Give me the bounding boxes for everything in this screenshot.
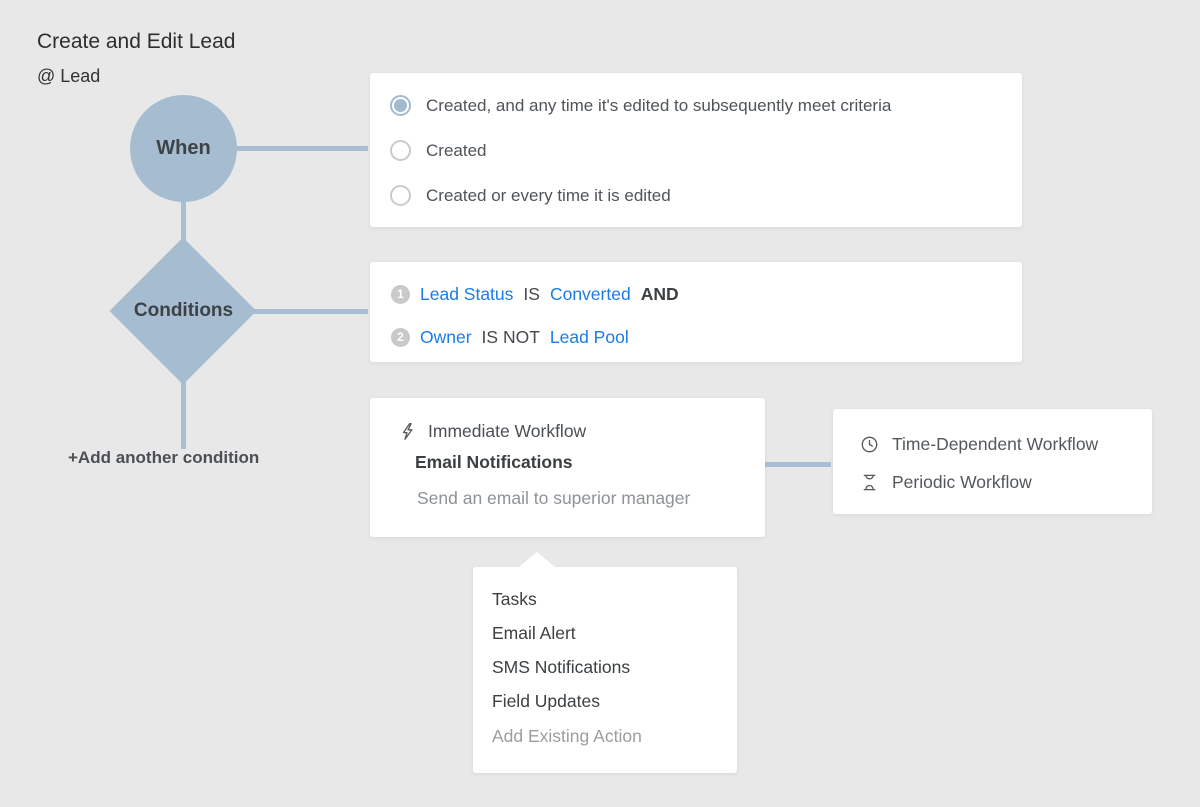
periodic-workflow-label: Periodic Workflow bbox=[892, 471, 1032, 492]
radio-selected-icon[interactable] bbox=[390, 95, 411, 116]
condition-field-link[interactable]: Lead Status bbox=[420, 283, 514, 304]
condition-number-badge: 1 bbox=[391, 284, 410, 304]
email-notifications-item[interactable]: Email Notifications bbox=[415, 452, 573, 472]
connector-immediate-to-time bbox=[765, 462, 831, 467]
immediate-workflow-label: Immediate Workflow bbox=[428, 420, 587, 441]
time-dependent-workflow-label: Time-Dependent Workflow bbox=[892, 433, 1099, 454]
time-dependent-workflow-item[interactable]: Time-Dependent Workflow bbox=[859, 432, 1098, 456]
condition-field-link[interactable]: Owner bbox=[420, 326, 472, 347]
menu-item-email-alert[interactable]: Email Alert bbox=[492, 622, 576, 643]
immediate-workflow-header: Immediate Workflow bbox=[397, 419, 586, 443]
page-title: Create and Edit Lead bbox=[37, 30, 236, 53]
immediate-workflow-panel: Immediate Workflow Email Notifications S… bbox=[370, 398, 765, 537]
condition-row-2: 2 Owner IS NOT Lead Pool bbox=[391, 326, 629, 348]
radio-unselected-icon[interactable] bbox=[390, 185, 411, 206]
condition-value-link[interactable]: Lead Pool bbox=[549, 326, 629, 347]
connector-conditions-to-add bbox=[181, 382, 186, 449]
radio-option-created[interactable]: Created bbox=[390, 139, 486, 162]
condition-value-link[interactable]: Converted bbox=[549, 283, 631, 304]
add-condition-link[interactable]: +Add another condition bbox=[68, 448, 260, 467]
conditions-node: Conditions bbox=[109, 237, 257, 385]
hourglass-icon bbox=[859, 472, 879, 492]
time-workflow-panel: Time-Dependent Workflow Periodic Workflo… bbox=[833, 409, 1152, 514]
page-subtitle: @ Lead bbox=[37, 66, 101, 86]
action-menu: Tasks Email Alert SMS Notifications Fiel… bbox=[473, 552, 737, 773]
connector-conditions-to-panel bbox=[253, 309, 368, 314]
periodic-workflow-item[interactable]: Periodic Workflow bbox=[859, 470, 1032, 494]
radio-option-label: Created, and any time it's edited to sub… bbox=[426, 95, 892, 115]
menu-item-sms-notifications[interactable]: SMS Notifications bbox=[492, 656, 631, 677]
condition-operator: IS bbox=[523, 283, 540, 304]
condition-conjunction: AND bbox=[640, 283, 679, 304]
clock-icon bbox=[859, 434, 879, 454]
lightning-icon bbox=[397, 421, 417, 441]
when-options-panel: Created, and any time it's edited to sub… bbox=[370, 73, 1022, 227]
conditions-panel: 1 Lead Status IS Converted AND 2 Owner I… bbox=[370, 262, 1022, 362]
menu-caret bbox=[519, 552, 555, 567]
connector-when-to-conditions bbox=[181, 199, 186, 240]
radio-option-created-edited-criteria[interactable]: Created, and any time it's edited to sub… bbox=[390, 94, 891, 117]
radio-option-created-or-edited[interactable]: Created or every time it is edited bbox=[390, 184, 671, 207]
email-notifications-description: Send an email to superior manager bbox=[417, 488, 691, 508]
menu-item-add-existing-action: Add Existing Action bbox=[492, 725, 642, 746]
radio-option-label: Created bbox=[426, 140, 487, 160]
menu-item-field-updates[interactable]: Field Updates bbox=[492, 690, 600, 711]
condition-operator: IS NOT bbox=[481, 326, 540, 347]
condition-number-badge: 2 bbox=[391, 327, 410, 347]
radio-dot bbox=[394, 99, 407, 112]
conditions-node-label: Conditions bbox=[133, 300, 234, 321]
menu-item-tasks[interactable]: Tasks bbox=[492, 588, 537, 609]
radio-unselected-icon[interactable] bbox=[390, 140, 411, 161]
when-node: When bbox=[130, 95, 237, 202]
when-node-label: When bbox=[156, 137, 211, 159]
radio-option-label: Created or every time it is edited bbox=[426, 185, 671, 205]
connector-when-to-panel bbox=[236, 146, 368, 151]
condition-row-1: 1 Lead Status IS Converted AND bbox=[391, 283, 679, 305]
